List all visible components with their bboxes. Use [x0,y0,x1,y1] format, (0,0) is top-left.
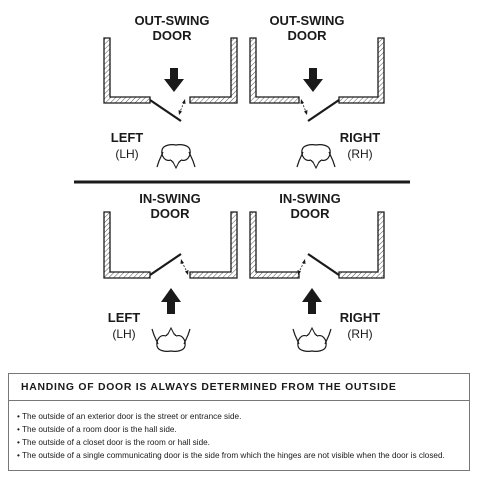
person-top-view-icon [151,327,191,352]
out-swing-left-hand-label: LEFT [111,130,144,145]
in-swing-right-hand-abbrev: (RH) [347,327,372,341]
in-swing-left-hand-label: LEFT [108,310,141,325]
in-swing-left-panel: IN-SWING DOOR LEFT (LH) [103,191,238,352]
wall-right [189,37,238,104]
wall-right [338,37,385,104]
person-top-view-icon [156,144,196,169]
info-bullet: • The outside of a closet door is the ro… [17,438,210,447]
in-swing-right-panel: IN-SWING DOOR RIGHT (RH) [249,191,385,352]
in-swing-left-title-line2: DOOR [151,206,191,221]
door-swing-double-arrow-icon [180,259,189,275]
door-swing-double-arrow-icon [297,259,306,275]
info-bullet: • The outside of an exterior door is the… [17,412,242,421]
door-leaf [307,99,340,122]
out-swing-right-hand-label: RIGHT [340,130,381,145]
door-leaf [307,253,340,276]
door-leaf [149,99,182,122]
wall-left [249,211,300,279]
out-swing-left-panel: OUT-SWING DOOR LEFT (LH) [103,13,238,169]
in-swing-right-hand-label: RIGHT [340,310,381,325]
wall-right [338,211,385,279]
info-bullet: • The outside of a single communicating … [17,451,445,460]
door-swing-double-arrow-icon [300,99,308,115]
person-top-view-icon [296,144,336,169]
out-swing-left-hand-abbrev: (LH) [115,147,138,161]
arrow-up-icon [302,288,322,314]
person-top-view-icon [292,327,332,352]
door-swing-double-arrow-icon [178,99,186,115]
in-swing-right-title-line1: IN-SWING [279,191,340,206]
door-handing-diagram: OUT-SWING DOOR LEFT (LH) OUT-SWING DOOR [74,13,410,352]
out-swing-right-title-line1: OUT-SWING [269,13,344,28]
in-swing-left-hand-abbrev: (LH) [112,327,135,341]
arrow-down-icon [303,68,323,92]
info-bullet: • The outside of a room door is the hall… [17,425,177,434]
handing-info-box: HANDING OF DOOR IS ALWAYS DETERMINED FRO… [8,373,470,471]
arrow-up-icon [161,288,181,314]
door-leaf [149,253,182,276]
out-swing-right-panel: OUT-SWING DOOR RIGHT (RH) [249,13,385,169]
wall-right [189,211,238,279]
wall-left [103,37,151,104]
in-swing-right-title-line2: DOOR [291,206,331,221]
out-swing-right-hand-abbrev: (RH) [347,147,372,161]
out-swing-left-title-line1: OUT-SWING [134,13,209,28]
info-heading: HANDING OF DOOR IS ALWAYS DETERMINED FRO… [21,382,397,393]
out-swing-right-title-line2: DOOR [288,28,328,43]
wall-left [103,211,151,279]
info-divider [9,400,469,401]
wall-left [249,37,300,104]
out-swing-left-title-line2: DOOR [153,28,193,43]
info-bullet-list: • The outside of an exterior door is the… [17,410,445,462]
arrow-down-icon [164,68,184,92]
in-swing-left-title-line1: IN-SWING [139,191,200,206]
